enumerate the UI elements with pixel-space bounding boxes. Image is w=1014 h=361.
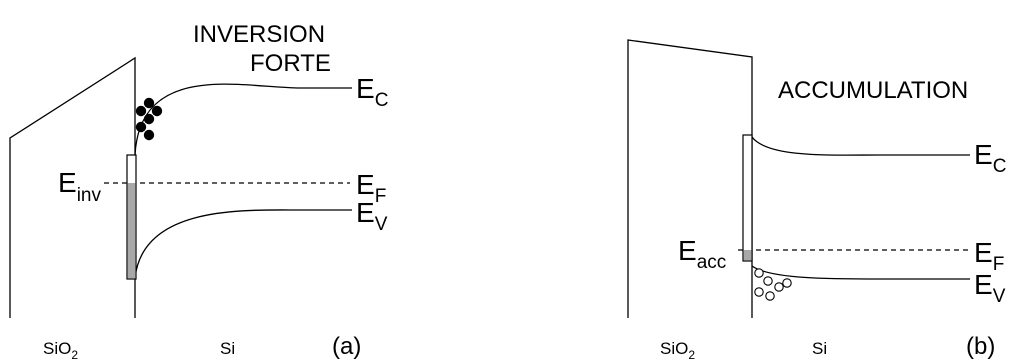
oxide-label-b: SiO2 [660,339,695,361]
panel-a-title-line2: FORTE [250,50,331,77]
ef-label-b: EF [974,237,1004,275]
panel-b: ACCUMULATION EC EF EV Eacc SiO2 Si (b) [627,39,1006,361]
oxide-label-a: SiO2 [43,339,78,361]
hole [765,291,775,301]
inversion-shade-a [127,183,136,279]
accumulation-shade-b [743,250,752,261]
hole [774,282,784,292]
panel-a: INVERSION FORTE EC EF EV Einv SiO2 Si (a… [9,21,388,361]
electron [151,105,163,117]
silicon-label-b: Si [812,339,827,358]
electron [143,97,155,109]
conduction-band-b [751,136,970,156]
ec-label-b: EC [974,139,1006,177]
conduction-band-a [134,83,352,156]
electron [143,113,155,125]
hole [763,276,773,286]
ef-label-a: EF [356,169,386,207]
panel-b-title: ACCUMULATION [778,77,968,104]
e-inv-label: Einv [58,167,101,206]
hole [782,278,792,288]
hole-cluster-b [754,268,792,301]
valence-band-a [134,209,352,279]
ec-label-a: EC [356,73,388,111]
electron-cluster-a [135,97,163,141]
hole [754,287,764,297]
electron [143,129,155,141]
ev-label-a: EV [356,197,388,235]
oxide-barrier-b [627,39,753,318]
e-acc-label: Eacc [678,235,726,273]
electron [135,105,147,117]
panel-label-a: (a) [332,333,361,360]
ev-label-b: EV [974,269,1006,307]
panel-label-b: (b) [966,333,995,360]
accumulation-box-b [742,134,753,262]
valence-band-b [751,265,970,280]
hole [754,268,764,278]
silicon-label-a: Si [220,339,235,358]
panel-a-title-line1: INVERSION [193,21,325,48]
electron [135,121,147,133]
